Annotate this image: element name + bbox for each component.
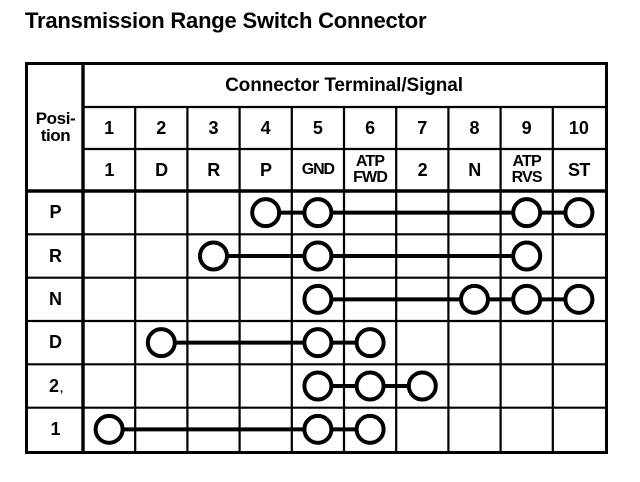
terminal-node-N-8 [459,283,490,315]
terminal-number-6-line-1: 6 [365,117,376,138]
terminal-number-7-line-1: 7 [417,117,428,138]
signal-atp-rvs-line-2: RVS [511,169,543,186]
position-header-line-2: tion [40,126,71,145]
position-label-subscript: , [59,383,64,396]
signal-r-line-1: R [207,159,220,180]
signal-1-line-1: 1 [104,159,114,180]
terminal-node-R-9 [511,240,543,272]
page-title: Transmission Range Switch Connector [25,8,427,33]
terminal-node-P-5 [302,197,334,229]
terminal-number-5-line-1: 5 [312,117,323,138]
signal-n-line-1: N [468,159,481,180]
signal-gnd: GND [292,149,344,191]
signal-atp-rvs-line-1: ATP [512,153,541,171]
terminal-node-P-9 [511,197,543,229]
terminal-node-N-9 [511,283,543,315]
terminal-node-P-10 [563,197,595,229]
signal-r: R [187,149,239,191]
signal-2: 2 [396,149,448,191]
terminal-node-1-6 [354,413,386,445]
terminal-number-8-line-1: 8 [469,117,480,138]
position-label-text: 1 [50,419,61,440]
terminal-node-D-2 [145,327,177,359]
terminal-number-2-line-1: 2 [156,117,167,138]
signal-gnd-line-1: GND [301,160,335,178]
connector-terminal-signal-header: Connector Terminal/Signal [83,65,605,107]
signal-st-line-1: ST [567,159,590,180]
signal-st: ST [553,149,605,191]
terminal-node-R-5 [302,240,334,272]
position-label-text: 2 [48,375,59,396]
terminal-number-8: 8 [448,107,500,149]
terminal-node-2-6 [354,370,386,402]
signal-d-line-1: D [155,159,168,180]
position-header: Posi-tion [28,65,83,191]
terminal-node-2-5 [302,370,334,402]
terminal-number-5: 5 [292,107,344,149]
position-label-text: R [49,245,62,266]
position-label-N: N [28,278,83,321]
signal-2-line-1: 2 [417,159,428,180]
terminal-number-10: 10 [553,107,605,149]
terminal-node-R-3 [198,240,229,272]
terminal-number-9-line-1: 9 [521,117,532,138]
position-label-D: D [28,321,83,364]
connector-terminal-signal-header-line-1: Connector Terminal/Signal [225,75,463,97]
signal-n: N [448,149,500,191]
terminal-node-P-4 [250,197,282,229]
position-label-text: D [49,332,62,353]
position-label-R: R [28,234,83,277]
signal-d: D [135,149,187,191]
terminal-node-1-1 [93,413,125,445]
position-label-text: N [49,289,62,310]
position-label-text: P [49,202,62,223]
terminal-number-9: 9 [501,107,553,149]
terminal-node-D-6 [354,327,386,359]
terminal-number-4-line-1: 4 [260,117,271,138]
terminal-node-2-7 [406,370,438,402]
terminal-number-2: 2 [135,107,187,149]
position-header-line-1: Posi- [35,109,76,129]
terminal-node-D-5 [302,327,334,359]
signal-1: 1 [83,149,135,191]
position-label-2: 2, [28,364,83,407]
terminal-number-4: 4 [240,107,292,149]
terminal-number-1-line-1: 1 [104,117,115,138]
signal-p-line-1: P [259,159,272,180]
terminal-node-1-5 [302,413,334,445]
terminal-number-3-line-1: 3 [208,117,219,138]
table-grid [28,65,605,451]
position-label-P: P [28,191,83,234]
terminal-number-10-line-1: 10 [568,117,589,138]
terminal-node-N-10 [563,283,595,315]
terminal-number-1: 1 [83,107,135,149]
terminal-number-7: 7 [396,107,448,149]
terminal-number-3: 3 [187,107,239,149]
position-label-1: 1 [28,408,83,451]
signal-p: P [240,149,292,191]
signal-atp-fwd-line-2: FWD [353,169,388,186]
terminal-number-6: 6 [344,107,396,149]
terminal-node-N-5 [302,283,334,315]
signal-atp-fwd-line-1: ATP [355,153,385,171]
